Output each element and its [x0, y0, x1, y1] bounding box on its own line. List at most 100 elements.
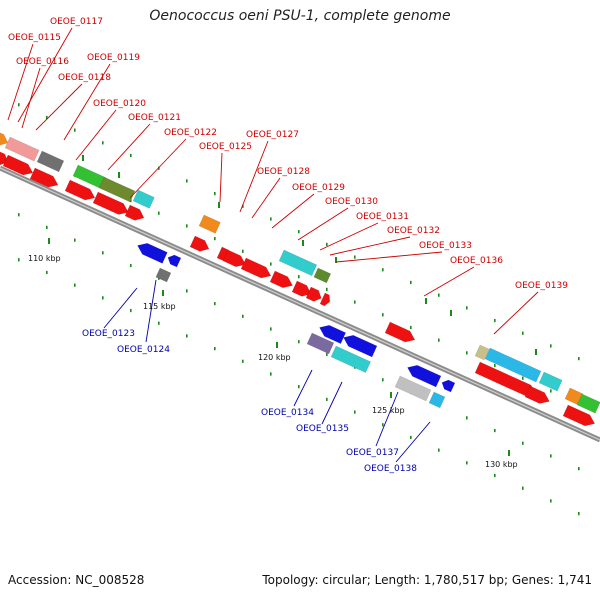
gene-forward	[4, 136, 40, 162]
gene-forward	[319, 292, 331, 307]
leader-line	[145, 279, 157, 343]
tick-mark	[522, 441, 524, 445]
gene-shape	[524, 385, 550, 404]
gene-forward	[0, 129, 9, 146]
tick-mark	[214, 237, 216, 241]
tick-mark	[102, 141, 104, 145]
gene-forward	[240, 257, 272, 279]
kbp-label: 110 kbp	[28, 254, 61, 263]
tick-mark-major	[162, 290, 164, 296]
tick-mark	[578, 357, 580, 361]
gene-forward	[189, 235, 210, 252]
gene-shape	[319, 325, 347, 344]
leader-line	[129, 138, 187, 199]
leader-line	[395, 421, 431, 463]
gene-label[interactable]: OEOE_0132	[387, 226, 440, 236]
gene-shape	[306, 332, 335, 355]
tick-mark	[326, 397, 328, 401]
gene-label[interactable]: OEOE_0137	[346, 448, 399, 458]
gene-shape	[343, 335, 378, 358]
gene-forward	[98, 176, 136, 203]
gene-label[interactable]: OEOE_0131	[356, 212, 409, 222]
gene-forward	[291, 280, 312, 297]
leader-line	[251, 177, 281, 219]
gene-reverse	[155, 267, 172, 283]
gene-label[interactable]: OEOE_0135	[296, 424, 349, 434]
tick-mark	[550, 344, 552, 348]
tick-mark	[18, 258, 20, 262]
gene-shape	[441, 379, 456, 393]
gene-label[interactable]: OEOE_0123	[82, 329, 135, 339]
gene-label[interactable]: OEOE_0128	[257, 167, 310, 177]
gene-forward	[484, 347, 542, 383]
tick-mark	[298, 230, 300, 234]
gene-label[interactable]: OEOE_0118	[58, 73, 111, 83]
gene-label[interactable]: OEOE_0138	[364, 464, 417, 474]
leader-line	[17, 27, 73, 123]
gene-reverse	[343, 335, 378, 358]
gene-label[interactable]: OEOE_0119	[87, 53, 140, 63]
map-title: Oenococcus oeni PSU-1, complete genome	[149, 8, 451, 24]
gene-label[interactable]: OEOE_0133	[419, 241, 472, 251]
tick-mark	[382, 423, 384, 427]
gene-shape	[562, 404, 596, 427]
tick-mark	[522, 331, 524, 335]
gene-forward	[29, 167, 59, 188]
gene-forward	[36, 150, 65, 173]
gene-reverse	[330, 345, 371, 373]
gene-shape	[0, 129, 9, 146]
tick-mark	[298, 385, 300, 389]
gene-label[interactable]: OEOE_0120	[93, 99, 146, 109]
tick-mark-major	[48, 238, 50, 244]
gene-forward	[132, 189, 155, 209]
gene-shape	[2, 154, 34, 176]
tick-mark	[242, 314, 244, 318]
label-leaders	[7, 27, 539, 463]
gene-label[interactable]: OEOE_0122	[164, 128, 217, 138]
genome-backbone	[0, 165, 600, 443]
leader-line	[493, 291, 539, 335]
tick-mark	[578, 467, 580, 471]
gene-label[interactable]: OEOE_0125	[199, 142, 252, 152]
gene-shape	[269, 270, 293, 288]
leader-line	[319, 222, 379, 251]
tick-mark	[18, 103, 20, 107]
gene-label[interactable]: OEOE_0115	[8, 33, 61, 43]
tick-mark	[270, 372, 272, 376]
gene-label[interactable]: OEOE_0121	[128, 113, 181, 123]
gene-reverse	[407, 365, 442, 388]
gene-label[interactable]: OEOE_0139	[515, 281, 568, 291]
gene-shape	[222, 249, 246, 267]
gene-shape	[407, 365, 442, 388]
gene-labels-bottom: OEOE_0123 OEOE_0124 OEOE_0134 OEOE_0135 …	[82, 329, 417, 474]
gene-label[interactable]: OEOE_0124	[117, 345, 170, 355]
gene-forward	[278, 249, 318, 277]
gene-label[interactable]: OEOE_0130	[325, 197, 378, 207]
tick-mark	[326, 352, 328, 356]
tick-mark	[242, 359, 244, 363]
gene-label[interactable]: OEOE_0117	[50, 17, 103, 27]
tick-mark-major	[276, 342, 278, 348]
tick-mark	[578, 512, 580, 516]
tick-mark	[74, 128, 76, 132]
gene-shape	[278, 249, 318, 277]
leader-line	[297, 207, 349, 241]
tick-mark	[242, 249, 244, 253]
tick-mark	[522, 486, 524, 490]
gene-label[interactable]: OEOE_0127	[246, 130, 299, 140]
tick-mark	[158, 211, 160, 215]
gene-shape	[384, 321, 416, 343]
gene-shape	[198, 214, 221, 234]
tick-mark	[410, 280, 412, 285]
gene-label[interactable]: OEOE_0129	[292, 183, 345, 193]
gene-shape	[0, 149, 9, 166]
gene-label[interactable]: OEOE_0136	[450, 256, 503, 266]
tick-mark-major	[390, 392, 392, 398]
gene-shape	[64, 179, 96, 201]
gene-reverse	[441, 379, 456, 393]
gene-label[interactable]: OEOE_0134	[261, 408, 314, 418]
tick-mark	[354, 255, 356, 259]
gene-forward	[538, 371, 563, 392]
gene-label[interactable]: OEOE_0116	[16, 57, 69, 67]
gene-shape	[484, 347, 542, 383]
